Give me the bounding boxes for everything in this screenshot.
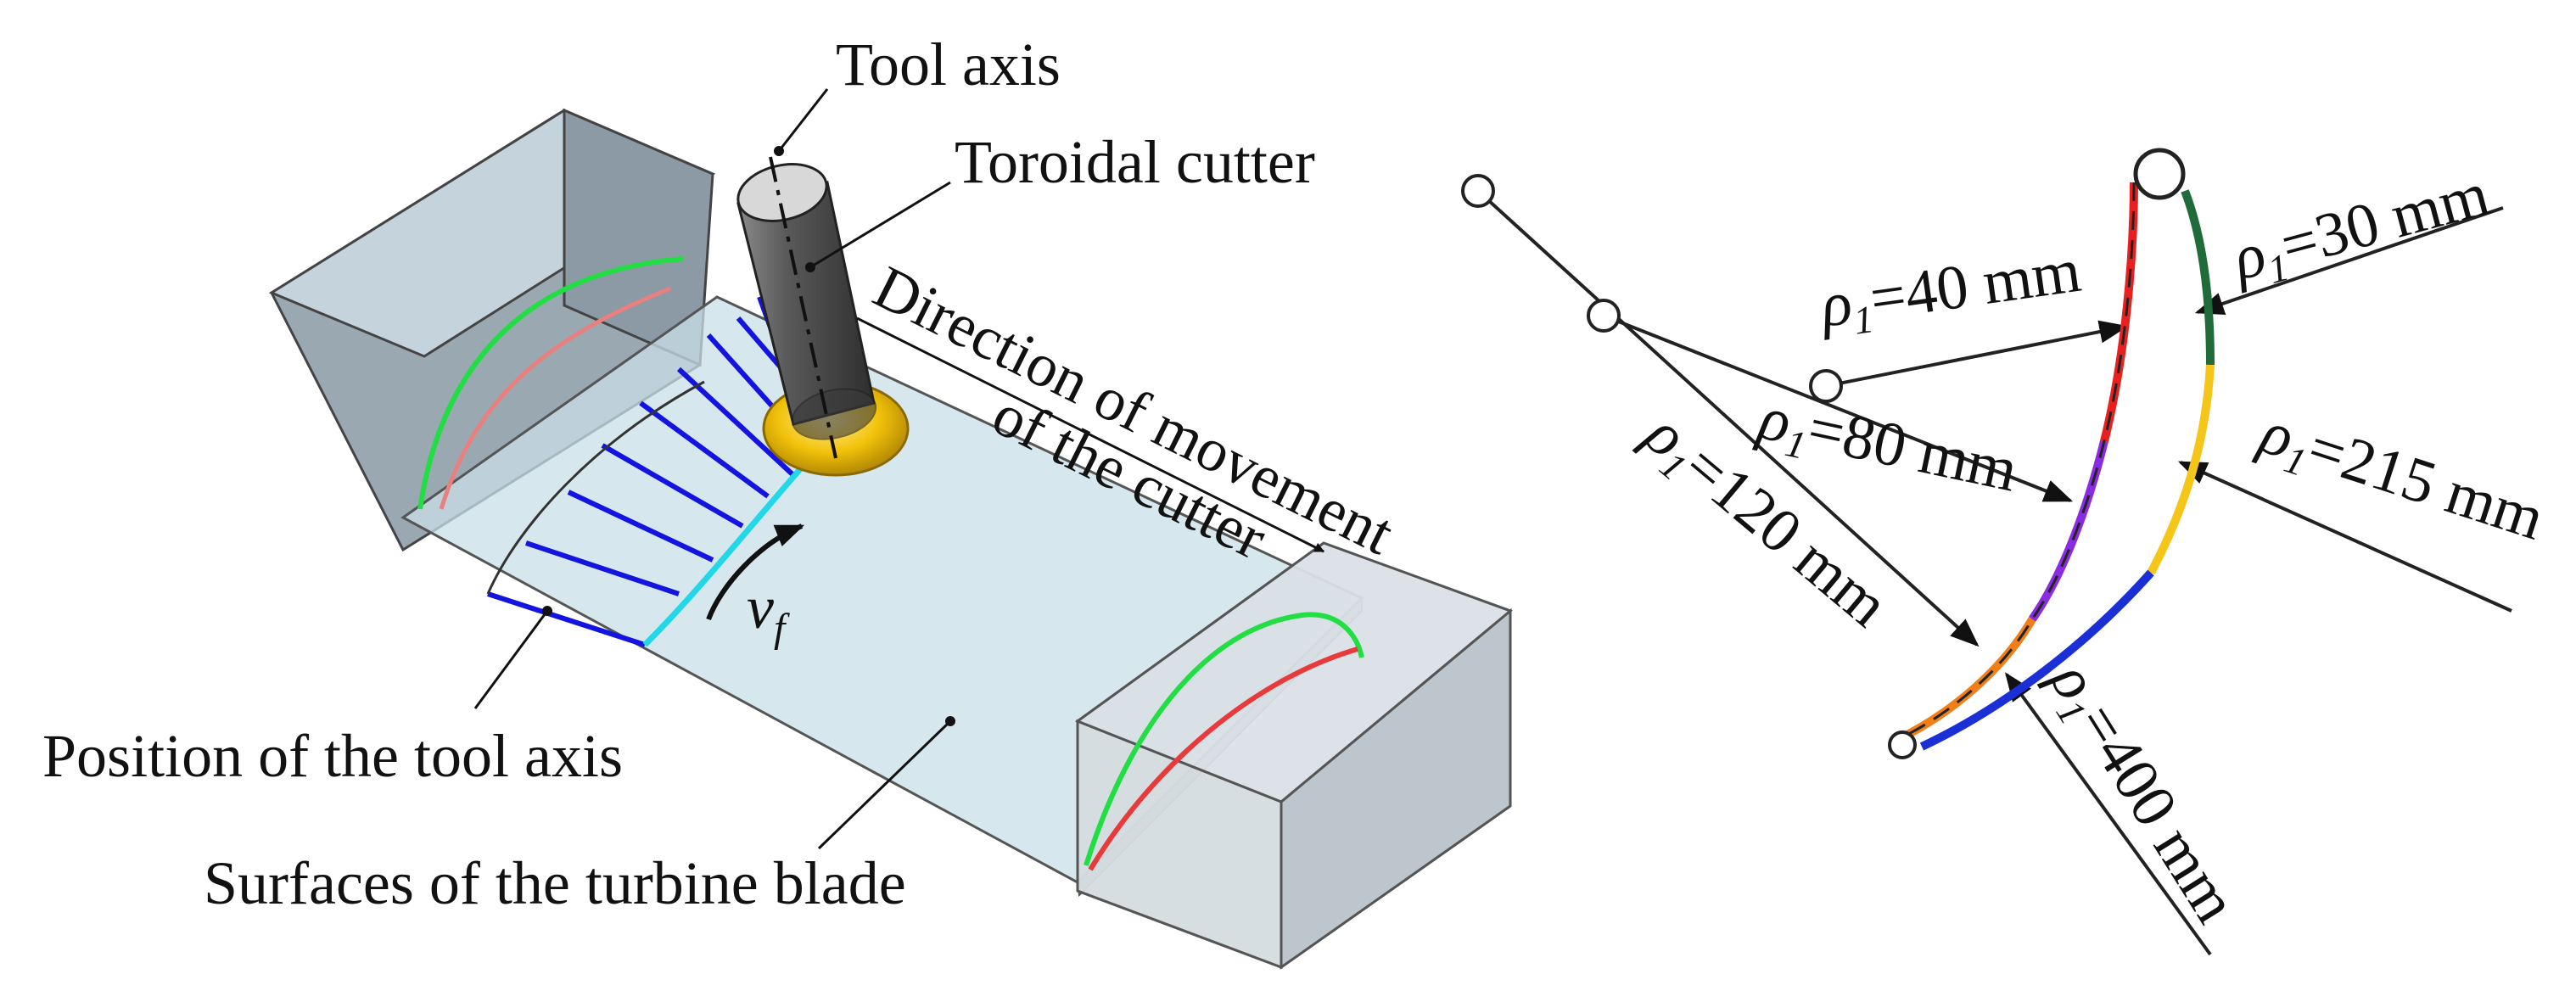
surfaces-leader: [817, 719, 952, 850]
toroidal-cutter: [736, 156, 910, 477]
curvature-center-lines: [1476, 189, 2512, 956]
feed-symbol: v: [747, 574, 774, 641]
left-machining-figure: Tool axis Toroidal cutter Direction of m…: [42, 31, 1513, 970]
profile-dashed-overlay: [1900, 182, 2136, 740]
leading-edge-circle: [2133, 148, 2186, 200]
left-blade-red-edge: [439, 286, 671, 510]
left-fixture-block: [268, 108, 716, 552]
rho-value-80: =80 mm: [1802, 394, 2024, 506]
center-circle-1: [1461, 174, 1495, 208]
direction-arrow: [856, 316, 1325, 553]
right-curvature-figure: ρ1=40 mm ρ1=80 mm ρ1=120 mm ρ1=30 mm ρ1=…: [1461, 148, 2552, 956]
segment-40mm: [2100, 182, 2138, 443]
label-surfaces: Surfaces of the turbine blade: [204, 849, 906, 917]
feed-arrow: [706, 523, 805, 621]
rho-value-40: =40 mm: [1866, 236, 2085, 334]
label-rho-30: ρ1=30 mm: [2224, 160, 2497, 300]
right-blade-red-edge: [1088, 647, 1358, 871]
rho-symbol: ρ: [1815, 268, 1856, 341]
rho-value-30: =30 mm: [2274, 160, 2496, 282]
label-rho-215: ρ1=215 mm: [2249, 397, 2552, 560]
segment-400mm: [1919, 569, 2154, 751]
tool-axis-fan-outline: [486, 380, 705, 595]
segment-215mm: [2147, 364, 2215, 575]
position-axis-leader: [473, 610, 549, 709]
trailing-edge-circle: [1888, 731, 1917, 759]
tool-axis-dashdot: [769, 156, 837, 459]
cutter-leader: [809, 181, 951, 269]
label-toroidal-cutter: Toroidal cutter: [955, 128, 1315, 196]
label-rho-40: ρ1=40 mm: [1815, 236, 2086, 347]
rho-value-400: =400 mm: [2064, 691, 2251, 934]
tool-axis-leader: [777, 88, 829, 152]
center-circle-2: [1587, 299, 1621, 333]
left-blade-green-edge: [417, 256, 684, 510]
right-blade-green-edge: [1084, 612, 1364, 866]
label-rho-80: ρ1=80 mm: [1750, 383, 2024, 511]
center-circle-3: [1809, 369, 1843, 403]
segment-30mm: [2181, 189, 2215, 366]
segment-80mm: [2028, 439, 2108, 622]
label-rho-400: ρ1=400 mm: [2031, 648, 2251, 938]
label-tool-axis: Tool axis: [836, 31, 1061, 98]
label-position-tool-axis: Position of the tool axis: [42, 722, 623, 790]
